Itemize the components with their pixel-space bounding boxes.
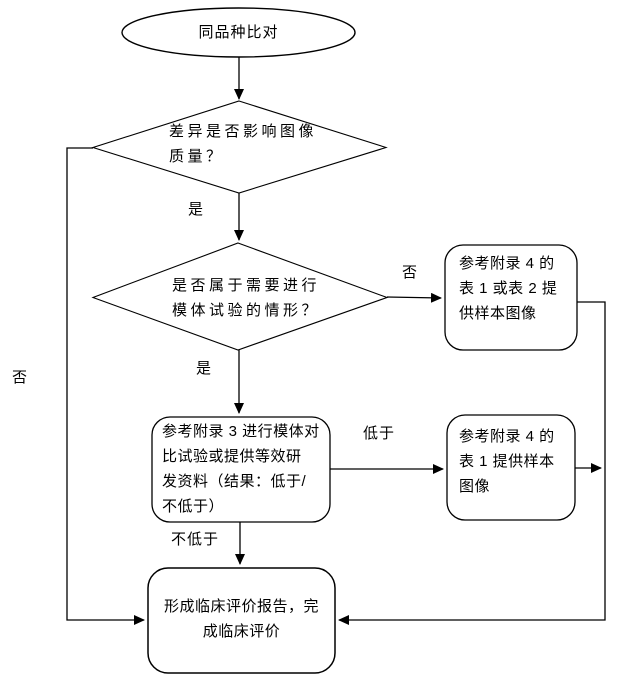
box-appendix4-tables-shape bbox=[444, 244, 578, 351]
edge-label-yes-quality: 是 bbox=[188, 201, 205, 218]
edge-label-lower: 低于 bbox=[363, 425, 396, 442]
start-terminator-shape bbox=[121, 7, 356, 58]
edge-phantom-no-to-appendix4-tables-box bbox=[386, 292, 442, 303]
box-appendix3-test-shape bbox=[151, 416, 331, 523]
box-appendix4-tables-label: 参考附录 4 的 表 1 或表 2 提 供样本图像 bbox=[459, 255, 558, 322]
edge-appendix4-tables-to-final-report bbox=[338, 301, 606, 625]
box-final-report-label: 形成临床评价报告，完 成临床评价 bbox=[163, 598, 319, 640]
edge-quality-no-to-final-report bbox=[66, 147, 145, 625]
edge-label-no-phantom: 否 bbox=[402, 264, 419, 281]
box-final-report-shape bbox=[147, 567, 336, 674]
box-appendix3-test-label: 参考附录 3 进行模体对 比试验或提供等效研 发资料（结果：低于/ 不低于） bbox=[162, 423, 320, 515]
start-terminator-label: 同品种比对 bbox=[198, 24, 279, 41]
decision-phantom-label: 是否属于需要进行 模体试验的情形？ bbox=[172, 277, 321, 319]
edge-label-yes-phantom: 是 bbox=[196, 360, 213, 377]
edge-label-not-lower: 不低于 bbox=[171, 531, 220, 548]
decision-quality-shape bbox=[91, 100, 388, 194]
box-appendix4-table1-label: 参考附录 4 的 表 1 提供样本 图像 bbox=[459, 428, 555, 495]
decision-phantom-shape bbox=[91, 242, 389, 351]
decision-quality-label: 差异是否影响图像 质量？ bbox=[169, 123, 318, 165]
box-appendix4-table1-shape bbox=[446, 414, 576, 521]
edge-label-no-quality: 否 bbox=[12, 369, 29, 386]
